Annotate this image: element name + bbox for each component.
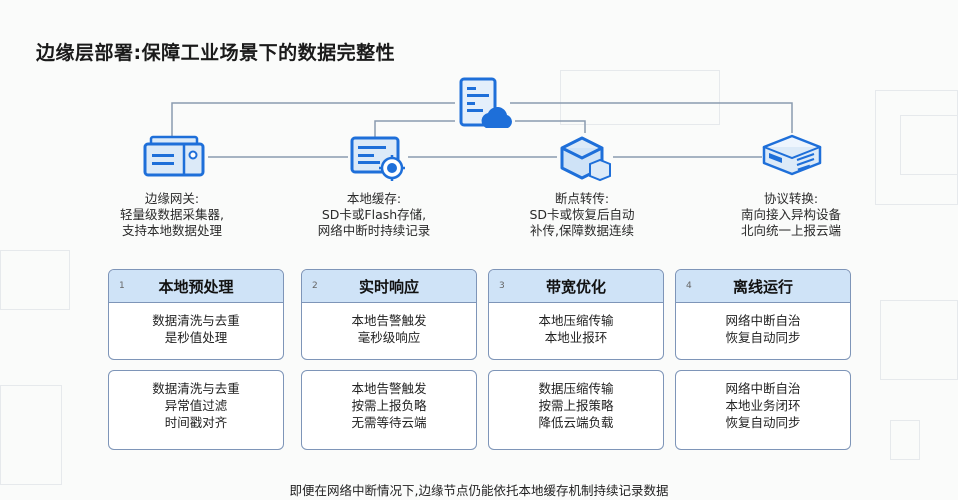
card-body-line: 网络中断自治 — [725, 313, 801, 328]
card-header: 3 带宽优化 — [489, 270, 663, 303]
detail-line: 时间戳对齐 — [164, 415, 228, 430]
feature-card-offline-operation: 4 离线运行 网络中断自治 恢复自动同步 — [675, 269, 851, 360]
card-title: 本地预处理 — [158, 277, 234, 296]
node-label-line: 北向统一上报云端 — [740, 223, 841, 238]
feature-card-bandwidth-optimization: 3 带宽优化 本地压缩传输 本地业报环 — [488, 269, 664, 360]
node-label-line: 南向接入异构设备 — [740, 207, 841, 222]
detail-card-local-preprocessing: 数据清洗与去重 异常值过滤 时间戳对齐 — [108, 370, 284, 450]
card-body: 本地压缩传输 本地业报环 — [489, 303, 663, 346]
detail-line: 本地告警触发 — [351, 381, 427, 396]
detail-line: 异常值过滤 — [164, 398, 228, 413]
card-body-line: 恢复自动同步 — [725, 330, 801, 345]
detail-line: 恢复自动同步 — [725, 415, 801, 430]
detail-line: 本地业务闭环 — [725, 398, 801, 413]
node-label-line: 本地缓存: — [346, 191, 402, 206]
node-label-line: 网络中断时持续记录 — [317, 223, 431, 238]
card-body-line: 是秒值处理 — [164, 330, 228, 345]
card-header: 4 离线运行 — [676, 270, 850, 303]
card-header: 1 本地预处理 — [109, 270, 283, 303]
footer-caption: 即便在网络中断情况下,边缘节点仍能依托本地缓存机制持续记录数据 — [289, 483, 669, 498]
card-body: 数据清洗与去重 是秒值处理 — [109, 303, 283, 346]
detail-line: 网络中断自治 — [725, 381, 801, 396]
card-body-line: 本地压缩传输 — [538, 313, 614, 328]
node-label-protocol-converter: 协议转换: 南向接入异构设备 北向统一上报云端 — [701, 191, 881, 239]
card-body-line: 本地业报环 — [544, 330, 608, 345]
card-number: 1 — [119, 281, 125, 291]
node-label-line: 轻量级数据采集器, — [120, 207, 224, 222]
protocol-converter-icon — [762, 134, 822, 176]
detail-card-bandwidth-optimization: 数据压缩传输 按需上报策略 降低云端负载 — [488, 370, 664, 450]
detail-card-offline-operation: 网络中断自治 本地业务闭环 恢复自动同步 — [675, 370, 851, 450]
page-title: 边缘层部署:保障工业场景下的数据完整性 — [36, 42, 396, 64]
card-number: 4 — [686, 281, 692, 291]
node-label-gateway: 边缘网关: 轻量级数据采集器, 支持本地数据处理 — [82, 191, 262, 239]
node-label-line: 边缘网关: — [144, 191, 200, 206]
card-body: 网络中断自治 恢复自动同步 — [676, 303, 850, 346]
node-label-line: SD卡或恢复后自动 — [529, 207, 635, 222]
node-label-line: 补传,保障数据连续 — [530, 223, 634, 238]
cache-storage-icon — [350, 136, 405, 181]
detail-line: 按需上报策略 — [538, 398, 614, 413]
node-label-resume-transfer: 断点转传: SD卡或恢复后自动 补传,保障数据连续 — [492, 191, 672, 239]
detail-line: 无需等待云端 — [351, 415, 427, 430]
detail-line: 降低云端负载 — [538, 415, 614, 430]
detail-card-realtime-response: 本地告警触发 按需上报负略 无需等待云端 — [301, 370, 477, 450]
feature-card-local-preprocessing: 1 本地预处理 数据清洗与去重 是秒值处理 — [108, 269, 284, 360]
detail-line: 数据压缩传输 — [538, 381, 614, 396]
node-label-line: SD卡或Flash存储, — [321, 207, 427, 222]
gateway-icon — [143, 135, 205, 177]
card-body-line: 毫秒级响应 — [357, 330, 421, 345]
node-label-cache: 本地缓存: SD卡或Flash存储, 网络中断时持续记录 — [284, 191, 464, 239]
card-number: 2 — [312, 281, 318, 291]
card-title: 带宽优化 — [545, 277, 606, 296]
node-label-line: 断点转传: — [554, 191, 610, 206]
detail-line: 按需上报负略 — [351, 398, 427, 413]
server-cloud-icon — [459, 77, 512, 128]
card-body-line: 本地告警触发 — [351, 313, 427, 328]
card-body: 本地告警触发 毫秒级响应 — [302, 303, 476, 346]
card-title: 离线运行 — [732, 277, 793, 296]
card-header: 2 实时响应 — [302, 270, 476, 303]
feature-card-realtime-response: 2 实时响应 本地告警触发 毫秒级响应 — [301, 269, 477, 360]
node-label-line: 支持本地数据处理 — [121, 223, 222, 238]
resume-transfer-icon — [560, 136, 611, 182]
node-label-line: 协议转换: — [763, 191, 819, 206]
card-body-line: 数据清洗与去重 — [152, 313, 240, 328]
card-number: 3 — [499, 281, 505, 291]
detail-line: 数据清洗与去重 — [152, 381, 240, 396]
card-title: 实时响应 — [358, 277, 419, 296]
